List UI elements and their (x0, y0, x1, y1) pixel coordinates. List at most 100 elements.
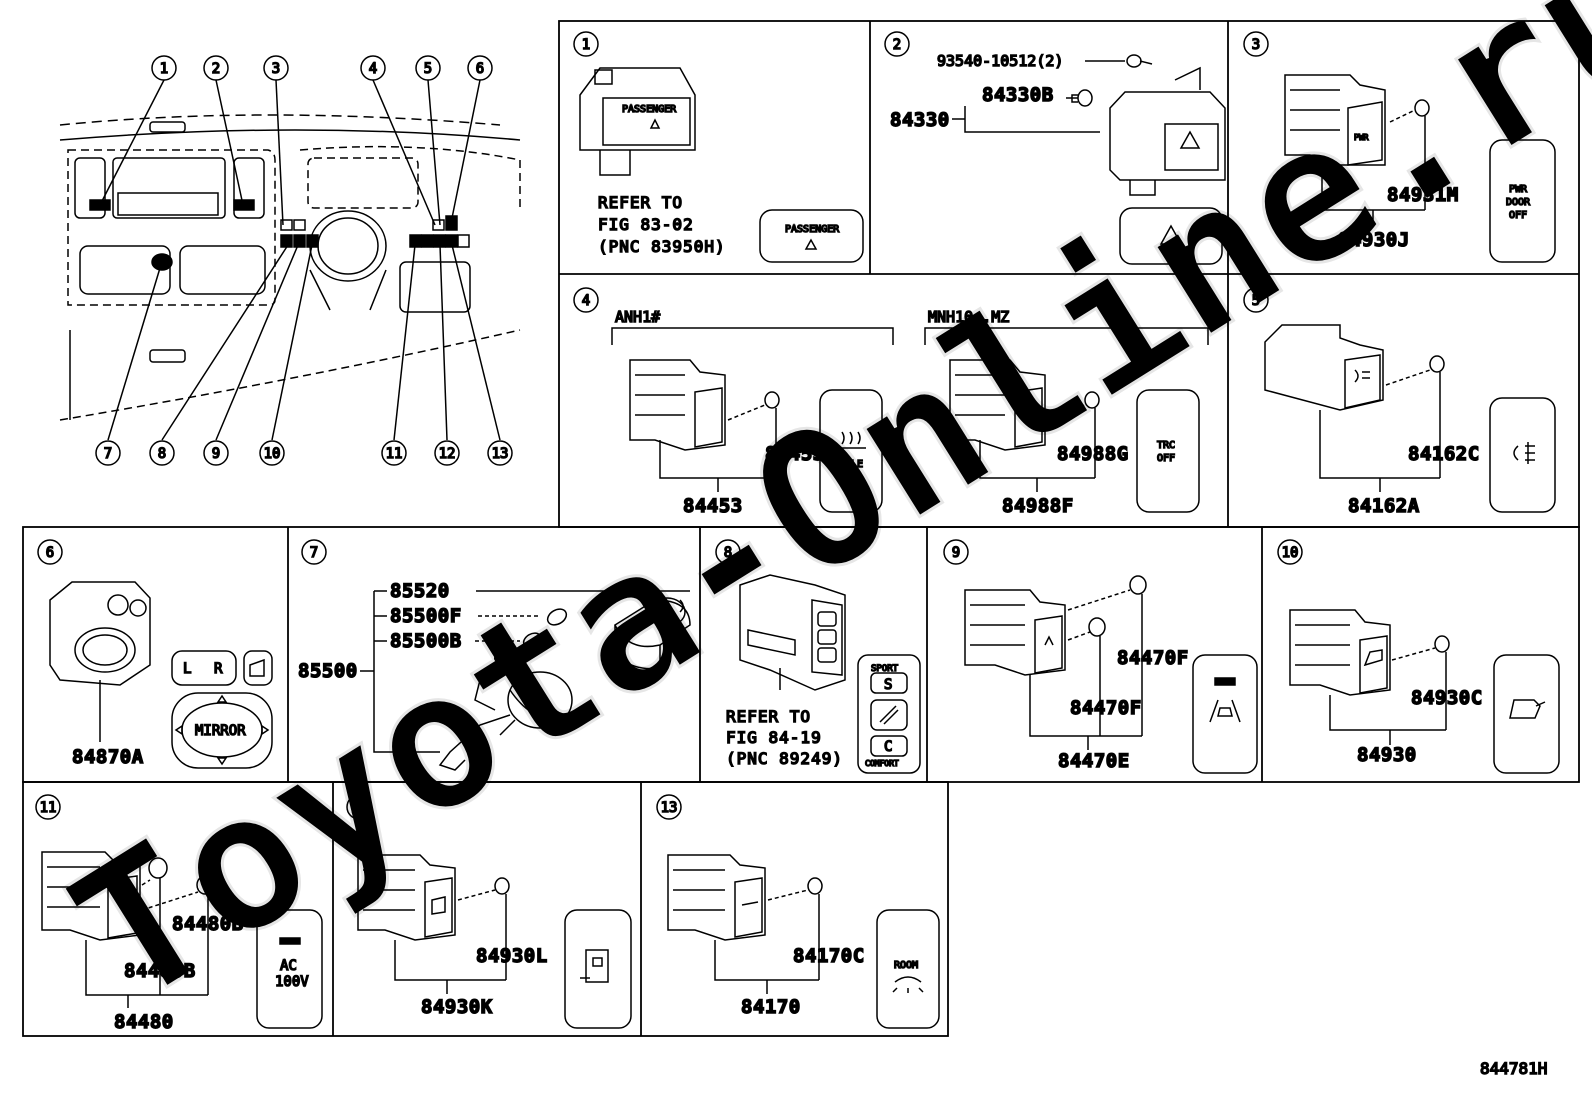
lighter-socket (438, 664, 573, 771)
sport-mode-switch (739, 574, 846, 691)
p4-bulb-a: 84453A (765, 443, 837, 465)
callout-7: 7 (104, 446, 112, 462)
bulb-icon (1071, 89, 1093, 107)
panel-2-number: 2 (893, 37, 901, 53)
pwr-door-switch: PWR (1284, 74, 1386, 166)
p10-bulb-part: 84930C (1411, 687, 1483, 709)
p3-assy-part: 84930J (1338, 229, 1410, 251)
passenger-face-label: PASSENGER (785, 224, 840, 235)
panel-2: 2 93540-10512(2) 84330 84330B (884, 31, 1226, 265)
p11-btn-line1: AC (280, 958, 297, 974)
panel-9-number: 9 (952, 545, 960, 561)
panel-12: 12 84930L 84930K (346, 794, 632, 1029)
panel-10-number: 10 (1282, 545, 1299, 561)
panel-8-number: 8 (724, 545, 732, 561)
p4-assy-b: 84988F (1002, 495, 1074, 517)
p9-assy-part: 84470E (1058, 750, 1130, 772)
panel-10: 10 84930C 84930 (1277, 539, 1560, 774)
p4-btn-a-line1: IDLE (839, 459, 863, 470)
panel-11: 11 84480B 84480B 84480 AC 100V (35, 794, 323, 1034)
bulb-icon (1084, 391, 1100, 409)
bulb-icon (1088, 617, 1106, 637)
p8-s: S (884, 677, 892, 693)
p7-part-1: 85520 (390, 580, 450, 602)
panel-5-number: 5 (1252, 293, 1260, 309)
bulb-holder-icon (522, 632, 542, 648)
p4-btn-b-line2: OFF (1157, 453, 1175, 464)
lane-assist-face (1192, 654, 1258, 774)
callout-11: 11 (386, 446, 403, 462)
panel-5: 5 84162C 84162A (1243, 287, 1556, 518)
svg-text:PWR: PWR (1354, 133, 1369, 142)
callout-4: 4 (369, 61, 377, 77)
p11-bulb-1: 84480B (172, 913, 244, 935)
p1-refer-line2: FIG 83-02 (598, 215, 694, 234)
panel-frames (22, 20, 1580, 1037)
bulb-icon (807, 877, 823, 895)
idle-up-switch (629, 359, 726, 451)
callout-3: 3 (272, 61, 280, 77)
p8-comfort-label: COMFORT (865, 759, 899, 768)
p4-btn-b-line1: TRC (1157, 440, 1175, 451)
p7-assy: 85500 (298, 660, 358, 682)
bulb-icon (1429, 355, 1445, 373)
p8-sport-label: SPORT (871, 664, 899, 674)
p7-part-3: 85500B (390, 630, 462, 652)
callout-10: 10 (264, 446, 281, 462)
dashboard-overview (59, 79, 521, 441)
panel-13-number: 13 (661, 800, 678, 816)
ac-100v-switch (41, 851, 141, 941)
p13-assy-part: 84170 (741, 996, 801, 1018)
p11-btn-line2: 100V (275, 974, 309, 990)
p6-left: L (183, 661, 191, 677)
lane-assist-icon (1209, 699, 1241, 723)
callout-9: 9 (212, 446, 220, 462)
p13-btn-label: ROOM (894, 960, 918, 971)
diagram-id: 844781H (1480, 1059, 1547, 1078)
bulb-icon (1129, 575, 1147, 595)
p3-btn-line3: OFF (1509, 210, 1527, 221)
p11-assy-part: 84480 (114, 1011, 174, 1033)
watermark: Toyota-Online.ru (37, 0, 1592, 1048)
room-lamp-switch (667, 854, 766, 941)
p4-group-a: ANH1# (615, 308, 660, 326)
bulb-icon (196, 875, 214, 895)
shift-key (870, 699, 908, 731)
lr-selector-face (171, 650, 237, 686)
p4-bulb-b: 84988G (1057, 443, 1129, 465)
ac-100v-face (256, 909, 323, 1029)
callout-2: 2 (212, 61, 220, 77)
shift-icon (879, 705, 899, 725)
bulb-icon (1434, 635, 1450, 653)
overview-callouts: 1 2 3 4 5 6 7 8 9 10 11 12 13 (95, 55, 513, 466)
panel-13: 13 84170C 84170 ROOM (656, 794, 940, 1029)
hazard-icon (1159, 224, 1183, 245)
panel-12-number: 12 (351, 800, 368, 816)
mirror-switch (49, 581, 151, 686)
back-door-face (1493, 654, 1560, 774)
p4-btn-a-line2: UP (843, 472, 855, 483)
bulb-icon (148, 857, 168, 879)
p1-refer-line1: REFER TO (598, 193, 683, 212)
indicator-lamp (279, 937, 301, 945)
direction-arrows-icon (174, 694, 270, 766)
back-door-switch (1289, 609, 1391, 696)
mirror-pad-face (171, 692, 273, 769)
trc-off-switch (949, 359, 1046, 451)
callout-6: 6 (476, 61, 484, 77)
comfort-c-key (870, 735, 908, 757)
callout-12: 12 (439, 446, 456, 462)
panel-1-number: 1 (582, 37, 590, 53)
p9-bulb-1: 84470F (1117, 647, 1189, 669)
p8-refer-line1: REFER TO (726, 707, 811, 726)
p6-mirror-label: MIRROR (195, 723, 246, 739)
mirror-fold-icon (249, 658, 265, 677)
panel-11-number: 11 (40, 800, 57, 816)
p6-assy-part: 84870A (72, 746, 144, 768)
panel-8: 8 REFER TO FIG 84-19 (PNC 89249) SPORT S… (715, 539, 921, 774)
passenger-airbag-switch: PASSENGER (579, 67, 696, 176)
sliding-door-face (564, 909, 632, 1029)
p12-bulb-part: 84930L (476, 945, 548, 967)
p13-bulb-part: 84170C (793, 945, 865, 967)
